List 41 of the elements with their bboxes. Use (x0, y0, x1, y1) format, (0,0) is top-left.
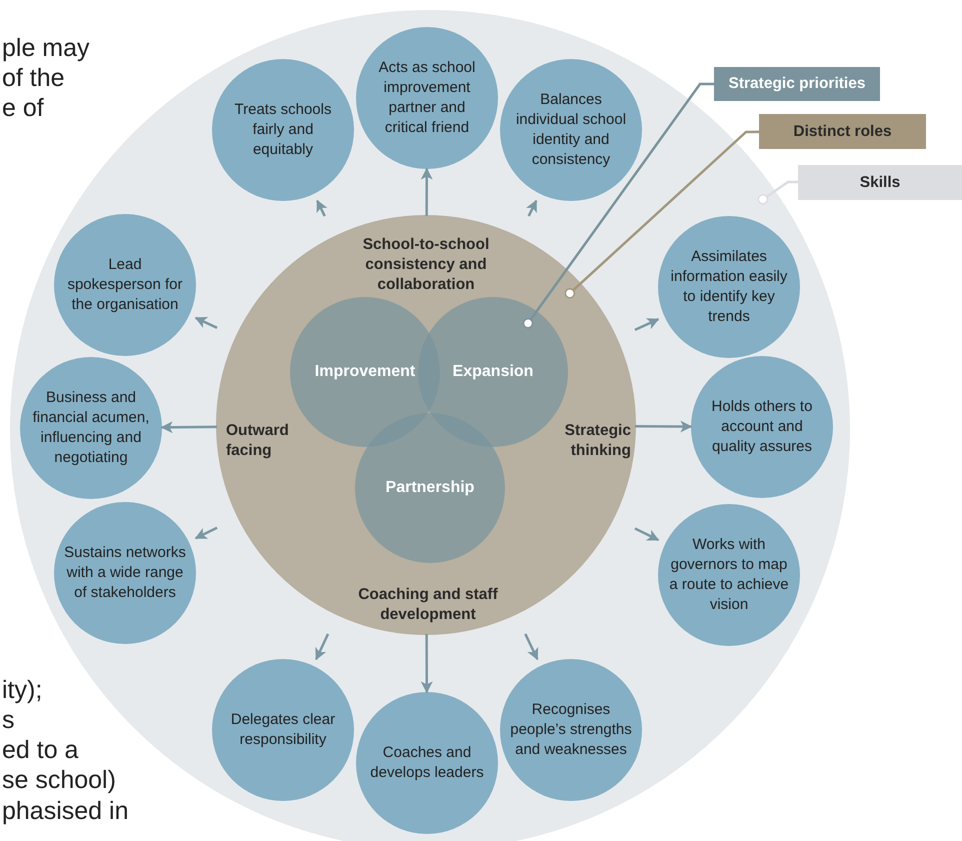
skill-circle: Assimilates information easily to identify key trends (658, 216, 800, 358)
text-fragment: ed to a (2, 735, 78, 765)
text-fragment: se school) (2, 765, 116, 795)
leader-line (758, 180, 798, 205)
skill-circle: Business and financial acumen, influencing and negotiating (20, 357, 162, 499)
arrow (420, 634, 433, 694)
leader-line (564, 130, 760, 299)
skill-circle: Acts as school improvement partner and critical friend (356, 27, 498, 169)
text-fragment: ity); (2, 675, 42, 705)
arrow (194, 316, 218, 329)
arrow (526, 200, 538, 217)
arrow (634, 420, 692, 433)
arrow (314, 633, 330, 660)
arrow (420, 168, 433, 216)
callout-tag: Skills (798, 165, 962, 200)
skill-circle: Holds others to account and quality assures (691, 356, 833, 498)
skill-circle: Treats schools fairly and equitably (212, 59, 354, 201)
text-fragment: s (2, 705, 14, 735)
callout-tag: Distinct roles (759, 114, 926, 149)
skill-circle: Lead spokesperson for the organisation (54, 214, 196, 356)
text-fragment: ple may (2, 33, 90, 63)
role-label: Coaching and staff development (348, 585, 508, 625)
venn-circle: Partnership (355, 413, 505, 563)
skill-circle: Balances individual school identity and consistency (500, 59, 642, 201)
skill-circle: Coaches and develops leaders (356, 692, 498, 834)
callout-tag: Strategic priorities (714, 67, 880, 101)
arrow (634, 318, 660, 331)
text-fragment: phasised in (2, 796, 128, 826)
arrow (634, 527, 660, 542)
role-label: School-to-school consistency and collaboration (345, 235, 507, 295)
skill-circle: Recognises people’s strengths and weaknesses (500, 659, 642, 801)
text-fragment: e of (2, 93, 44, 123)
text-fragment: of the (2, 63, 65, 93)
leader-line (522, 82, 714, 329)
skill-circle: Delegates clear responsibility (212, 659, 354, 801)
arrow (524, 633, 539, 660)
skill-circle: Sustains networks with a wide range of stakeholders (54, 502, 196, 644)
skill-circle: Works with governors to map a route to achieve vision (658, 504, 800, 646)
arrow (316, 200, 328, 217)
arrow (194, 526, 218, 540)
arrow (160, 421, 218, 434)
